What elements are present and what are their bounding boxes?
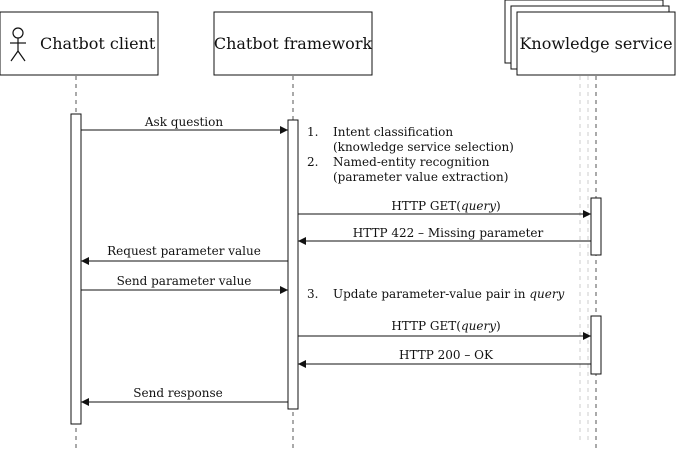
note-1-number: 1. (307, 125, 318, 139)
note-2-line-2: (parameter value extraction) (333, 170, 508, 184)
http-get-1-label: HTTP GET(query) (391, 199, 500, 213)
note-3-number: 3. (307, 287, 318, 301)
framework-box (213, 11, 373, 76)
http-200-label: HTTP 200 – OK (399, 348, 494, 362)
request-param-label: Request parameter value (107, 244, 261, 258)
note-2-number: 2. (307, 155, 318, 169)
note-3-italic: query (529, 287, 564, 301)
note-3-text: Update parameter-value pair in query (333, 287, 565, 301)
http-get-1-prefix: HTTP GET( (391, 199, 461, 213)
note-1-line-2: (knowledge service selection) (333, 140, 514, 154)
framework-activation (287, 119, 299, 410)
framework-label: Chatbot framework (214, 34, 373, 53)
http-get-2-prefix: HTTP GET( (391, 319, 461, 333)
knowledge-box (516, 11, 676, 76)
client-activation (70, 113, 82, 425)
http-get-1-arg: query (461, 199, 496, 213)
knowledge-label: Knowledge service (519, 34, 672, 53)
note-2-line-1: Named-entity recognition (333, 155, 490, 169)
http-get-2-arg: query (461, 319, 496, 333)
note-1-line-1: Intent classification (333, 125, 453, 139)
http-get-1-suffix: ) (496, 199, 501, 213)
send-param-label: Send parameter value (117, 274, 252, 288)
client-box (0, 11, 159, 76)
client-label: Chatbot client (40, 34, 156, 53)
knowledge-activation-1 (590, 197, 602, 256)
http-get-2-suffix: ) (496, 319, 501, 333)
send-response-label: Send response (133, 386, 222, 400)
http-422-label: HTTP 422 – Missing parameter (353, 226, 544, 240)
ask-question-label: Ask question (144, 115, 223, 129)
knowledge-activation-2 (590, 315, 602, 375)
note-3-main: Update parameter-value pair in (333, 287, 529, 301)
http-get-2-label: HTTP GET(query) (391, 319, 500, 333)
stick-figure-icon (10, 27, 26, 62)
